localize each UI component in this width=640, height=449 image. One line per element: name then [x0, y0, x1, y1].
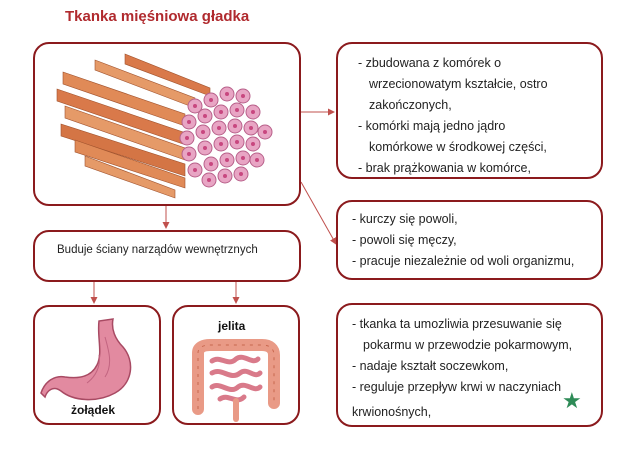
function-fact-line: krwionośnych, — [352, 405, 432, 419]
function-fact-line: - reguluje przepływ krwi w naczyniach — [352, 380, 562, 394]
behavior-fact-line: - kurczy się powoli, — [352, 212, 458, 226]
behavior-facts-box: - kurczy się powoli, - powoli się męczy,… — [336, 200, 603, 280]
behavior-fact-line: - powoli się męczy, — [352, 233, 457, 247]
function-fact-line: - nadaje kształt soczewkom, — [352, 359, 509, 373]
smooth-muscle-illustration — [56, 53, 273, 199]
function-fact-line: - tkanka ta umozliwia przesuwanie się — [352, 317, 562, 331]
structure-fact-line: wrzecionowatym kształcie, ostro — [369, 77, 548, 91]
structure-fact-line: komórkowe w środkowej części, — [369, 140, 547, 154]
structure-facts-box: - zbudowana z komórek o wrzecionowatym k… — [336, 42, 603, 179]
intestines-label: jelita — [218, 319, 246, 333]
arrow-to-behavior — [300, 181, 337, 245]
walls-label: Buduje ściany narządów wewnętrznych — [57, 244, 258, 256]
intestines-icon — [192, 339, 280, 422]
star-icon: ★ — [562, 388, 582, 413]
tissue-image-box — [33, 42, 301, 206]
structure-fact-line: - komórki mają jedno jądro — [358, 119, 506, 133]
structure-fact-line: - zbudowana z komórek o — [358, 56, 502, 70]
intestines-box: jelita — [172, 305, 300, 425]
walls-box: Buduje ściany narządów wewnętrznych — [33, 230, 301, 282]
page-title: Tkanka mięśniowa gładka — [65, 8, 250, 25]
stomach-box: żołądek — [33, 305, 161, 425]
structure-fact-line: - brak prążkowania w komórce, — [358, 161, 531, 175]
stomach-label: żołądek — [71, 403, 116, 417]
stomach-icon — [40, 318, 132, 401]
function-fact-line: pokarmu w przewodzie pokarmowym, — [363, 338, 573, 352]
behavior-fact-line: - pracuje niezależnie od woli organizmu, — [352, 254, 575, 268]
functions-box: - tkanka ta umozliwia przesuwanie się po… — [336, 303, 603, 427]
structure-fact-line: zakończonych, — [369, 98, 452, 112]
